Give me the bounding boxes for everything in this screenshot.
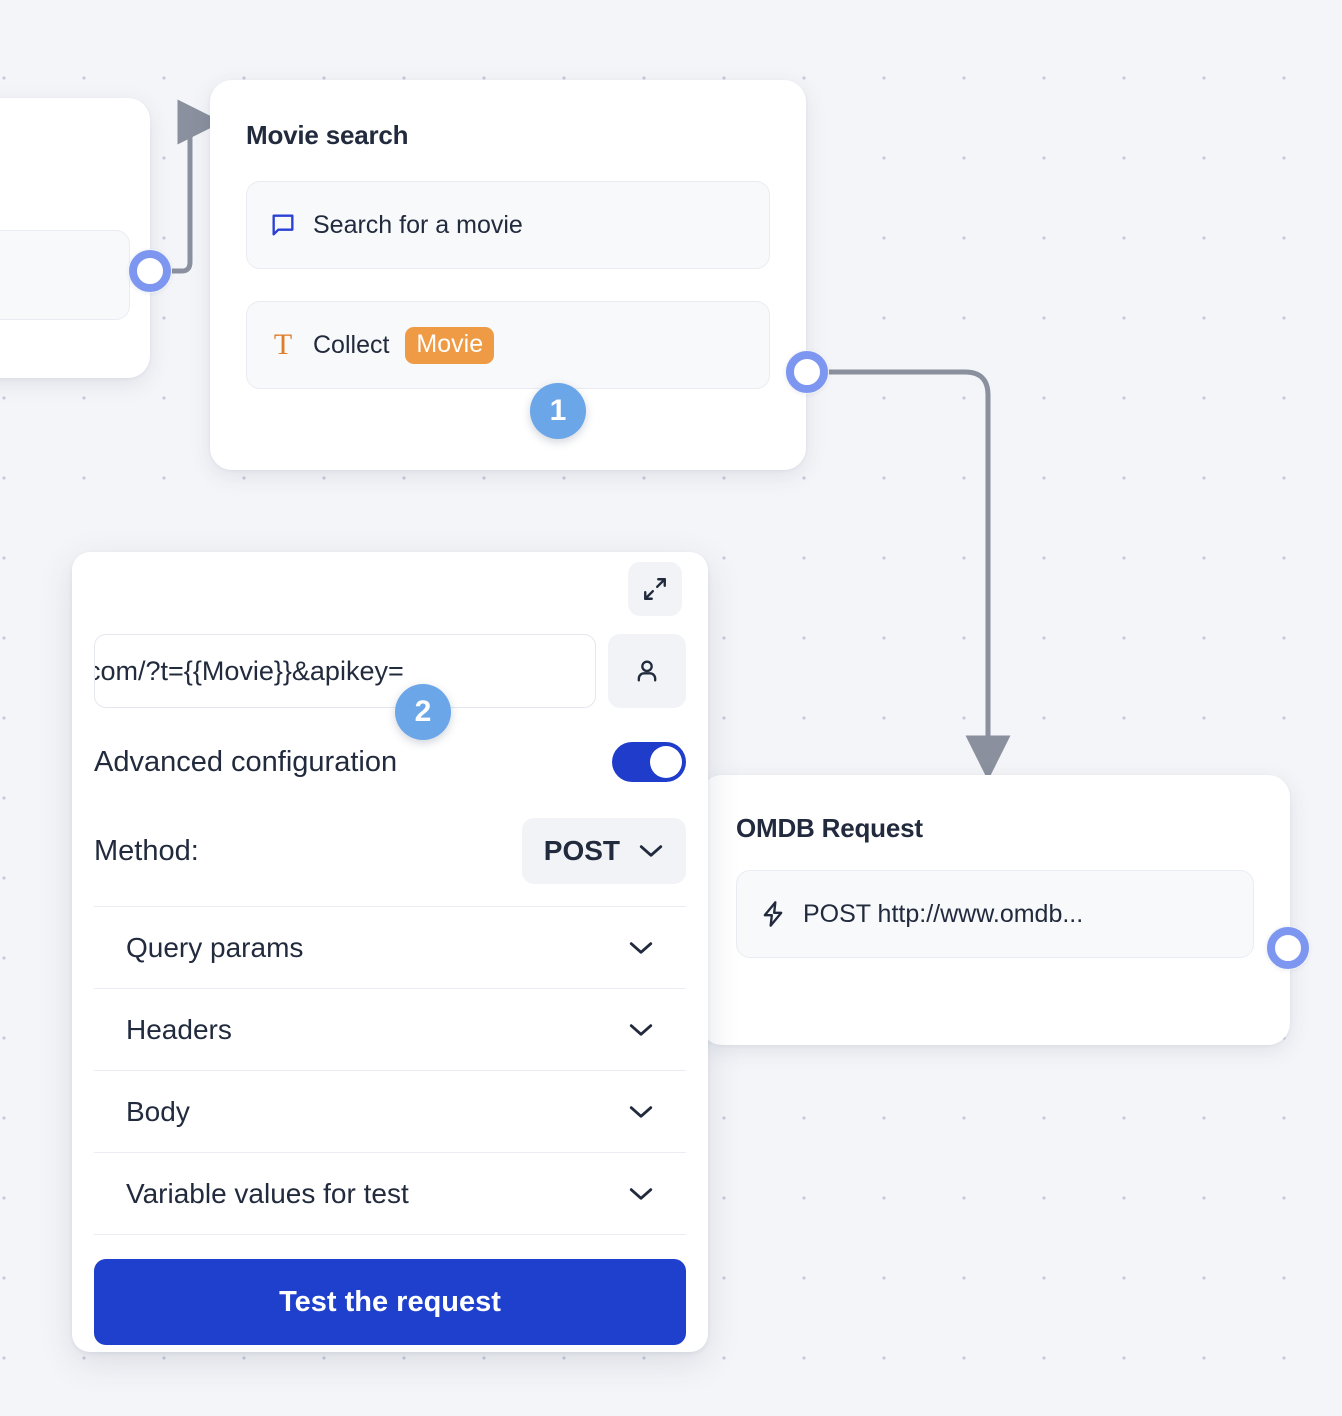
step-badge-2: 2 <box>395 684 451 740</box>
chevron-down-icon[interactable] <box>628 1104 654 1120</box>
movie-search-node[interactable]: Movie search Search for a movie T Collec… <box>210 80 806 470</box>
expand-diagonal-icon <box>644 578 666 600</box>
chevron-down-icon[interactable] <box>628 1022 654 1038</box>
step-badge-1: 1 <box>530 383 586 439</box>
accordion-variable-values-for-test[interactable]: Variable values for test <box>94 1153 686 1235</box>
request-url-value: ıpi.com/?t={{Movie}}&apikey= <box>95 655 404 686</box>
connector-port-movie-search-output[interactable] <box>785 350 829 394</box>
request-config-panel[interactable]: ıpi.com/?t={{Movie}}&apikey= Advanced co… <box>72 552 708 1352</box>
lightning-bolt-icon <box>759 899 787 929</box>
accordion-label: Variable values for test <box>126 1177 409 1209</box>
node-row-omdb-post[interactable]: POST http://www.omdb... <box>736 870 1254 958</box>
method-select[interactable]: POST <box>521 818 686 884</box>
movie-search-title: Movie search <box>246 120 409 150</box>
method-label: Method: <box>94 834 199 867</box>
advanced-configuration-toggle[interactable] <box>612 742 686 782</box>
omdb-request-node[interactable]: OMDB Request POST http://www.omdb... <box>685 775 1290 1045</box>
accordion-label: Body <box>126 1095 190 1127</box>
test-the-request-button[interactable]: Test the request <box>94 1259 686 1345</box>
accordion-headers[interactable]: Headers <box>94 989 686 1071</box>
user-icon <box>637 660 657 682</box>
row-label: POST http://www.omdb... <box>803 899 1084 928</box>
chevron-down-icon[interactable] <box>628 1186 654 1202</box>
accordion-label: Query params <box>126 931 304 963</box>
row-label: Collect <box>313 330 390 359</box>
chevron-down-icon[interactable] <box>628 940 654 956</box>
chat-bubble-icon <box>269 211 297 239</box>
accordion-query-params[interactable]: Query params <box>94 907 686 989</box>
trigger-node-row[interactable] <box>0 230 130 320</box>
trigger-node-partial[interactable] <box>0 98 150 378</box>
user-icon-button[interactable] <box>608 634 686 708</box>
accordion-label: Headers <box>126 1013 232 1045</box>
node-row-search-for-a-movie[interactable]: Search for a movie <box>246 181 770 269</box>
row-label: Search for a movie <box>313 210 523 239</box>
node-row-collect-movie[interactable]: T Collect Movie <box>246 301 770 389</box>
request-url-input[interactable]: ıpi.com/?t={{Movie}}&apikey= <box>94 634 596 708</box>
method-row: Method: POST <box>94 818 686 907</box>
method-value: POST <box>543 835 620 866</box>
variable-tag-movie[interactable]: Movie <box>405 326 495 364</box>
connector-port-omdb-output[interactable] <box>1266 926 1310 970</box>
advanced-configuration-row: Advanced configuration <box>94 742 686 782</box>
omdb-title: OMDB Request <box>736 813 923 843</box>
advanced-configuration-label: Advanced configuration <box>94 745 398 778</box>
chevron-down-icon <box>639 845 663 857</box>
connector-port-trigger-output[interactable] <box>128 249 172 293</box>
text-format-icon: T <box>273 328 293 361</box>
accordion-body[interactable]: Body <box>94 1071 686 1153</box>
url-row: ıpi.com/?t={{Movie}}&apikey= <box>94 634 686 708</box>
expand-diagonal-icon-button[interactable] <box>628 562 682 616</box>
